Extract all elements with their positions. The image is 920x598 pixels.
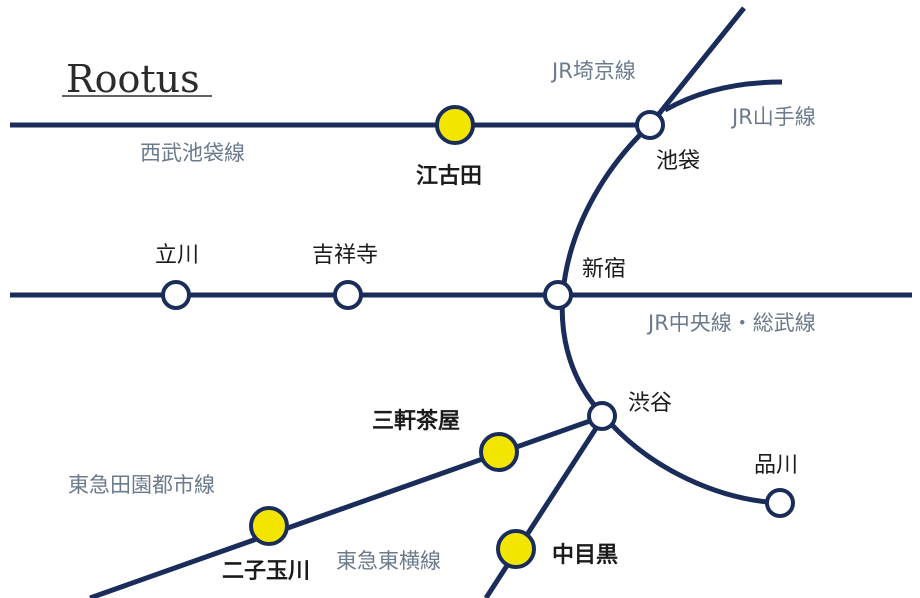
station-ekoda-marker bbox=[435, 105, 475, 145]
station-shinjuku-marker bbox=[543, 280, 573, 310]
label-station-nakameguro: 中目黒 bbox=[552, 543, 618, 568]
station-futakotamagawa-marker bbox=[249, 506, 289, 546]
label-station-shinagawa: 品川 bbox=[754, 453, 798, 478]
station-nakameguro-marker bbox=[496, 529, 536, 569]
rootus-logo: Rootus bbox=[62, 57, 212, 101]
label-station-ikebukuro: 池袋 bbox=[656, 149, 700, 174]
station-ikebukuro-marker bbox=[635, 110, 665, 140]
label-tokyu-denentoshi: 東急田園都市線 bbox=[68, 473, 215, 497]
station-shibuya-marker bbox=[587, 401, 617, 431]
label-station-shinjuku: 新宿 bbox=[582, 257, 626, 282]
label-jr-yamanote: JR山手線 bbox=[730, 105, 816, 129]
jr-yamanote-line bbox=[559, 79, 783, 506]
station-sangenjaya-marker bbox=[479, 432, 519, 472]
label-station-kichijoji: 吉祥寺 bbox=[312, 243, 378, 268]
tokyu-denentoshi-line bbox=[89, 413, 605, 598]
station-shinagawa-marker bbox=[765, 488, 795, 518]
stations bbox=[161, 105, 795, 569]
tokyu-toyoko-line bbox=[483, 414, 607, 598]
label-jr-saikyo: JR埼京線 bbox=[550, 59, 636, 83]
label-station-futakotamagawa: 二子玉川 bbox=[222, 559, 310, 584]
station-tachikawa-marker bbox=[161, 280, 191, 310]
label-station-shibuya: 渋谷 bbox=[628, 391, 672, 416]
label-station-tachikawa: 立川 bbox=[155, 243, 199, 268]
jr-saikyo-line bbox=[648, 6, 746, 127]
label-tokyu-toyoko: 東急東横線 bbox=[336, 549, 441, 573]
label-jr-chuo-sobu: JR中央線・総武線 bbox=[646, 311, 816, 335]
station-labels: 池袋 江古田 立川 吉祥寺 新宿 渋谷 品川 三軒茶屋 二子玉川 中目黒 bbox=[155, 149, 798, 584]
station-kichijoji-marker bbox=[333, 280, 363, 310]
label-seibu-ikebukuro: 西武池袋線 bbox=[140, 141, 245, 165]
label-station-sangenjaya: 三軒茶屋 bbox=[372, 408, 460, 434]
rail-lines bbox=[10, 6, 912, 598]
logo-text: Rootus bbox=[66, 57, 200, 101]
label-station-ekoda: 江古田 bbox=[416, 163, 482, 189]
line-labels: JR埼京線 JR山手線 西武池袋線 JR中央線・総武線 東急田園都市線 東急東横… bbox=[68, 59, 816, 573]
